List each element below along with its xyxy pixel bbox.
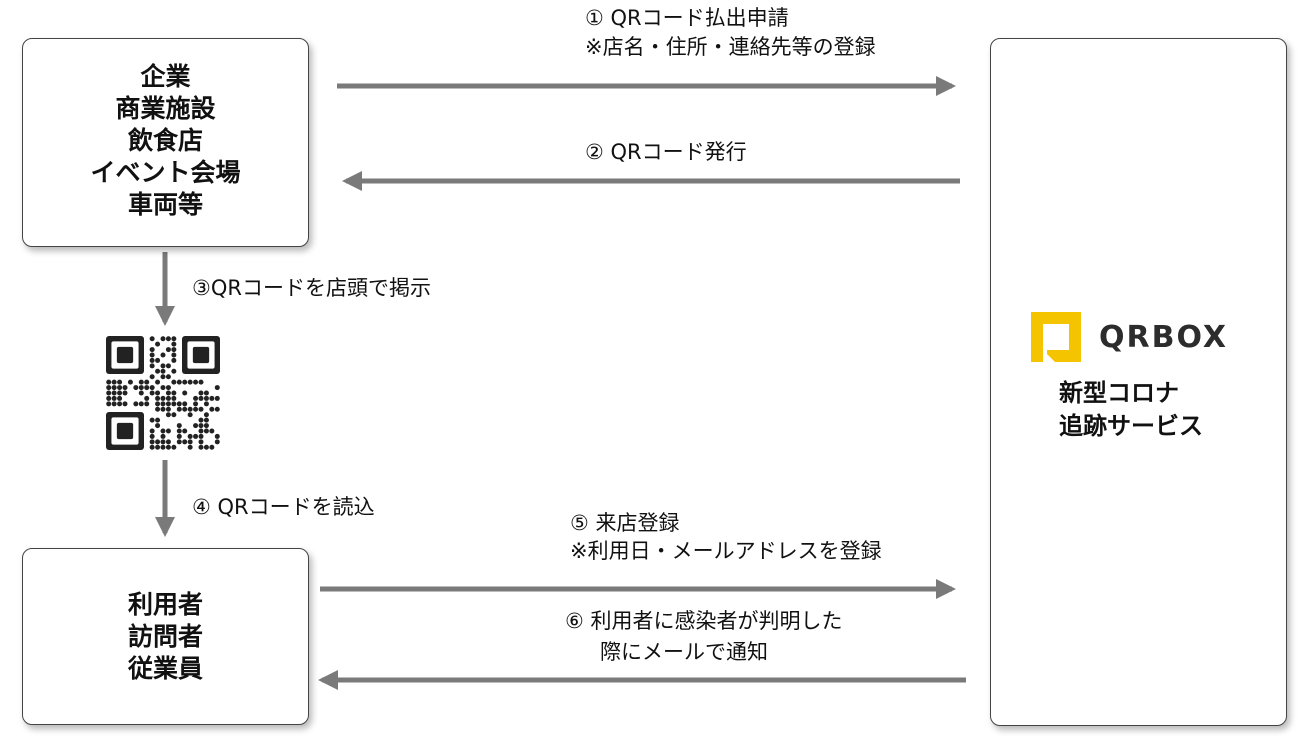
service-line: 追跡サービス [1059,412,1203,440]
user-line: 従業員 [127,654,203,683]
qrbox-logo-icon [1031,312,1081,362]
business-line: 企業 [140,62,191,91]
business-line: 飲食店 [127,126,203,155]
step6-label-cont: 際にメールで通知 [600,640,768,664]
qrbox-logo: QRBOX [1031,312,1228,362]
step4-label: ④ QRコードを読込 [192,495,375,519]
step5-label: ⑤ 来店登録 [570,511,680,535]
step2-label: ② QRコード発行 [585,140,747,164]
step6-label: ⑥ 利用者に感染者が判明した [565,609,843,633]
step5-note: ※利用日・メールアドレスを登録 [570,539,882,563]
service-lines: 新型コロナ 追跡サービス [1059,377,1203,443]
user-box: 利用者 訪問者 従業員 [22,548,309,725]
user-box-lines: 利用者 訪問者 従業員 [23,589,308,685]
qrbox-logo-text: QRBOX [1099,319,1229,355]
step1-label: ① QRコード払出申請 [585,6,789,30]
business-line: 車両等 [127,190,203,219]
business-line: イベント会場 [90,158,241,187]
business-box-lines: 企業 商業施設 飲食店 イベント会場 車両等 [23,61,308,221]
service-line: 新型コロナ [1059,379,1179,407]
qr-code-icon [106,336,220,450]
business-line: 商業施設 [115,94,216,123]
user-line: 訪問者 [127,622,203,651]
step1-note: ※店名・住所・連絡先等の登録 [585,35,876,59]
user-line: 利用者 [127,590,203,619]
business-box: 企業 商業施設 飲食店 イベント会場 車両等 [22,38,309,247]
service-box: QRBOX 新型コロナ 追跡サービス [990,38,1287,726]
step3-label: ③QRコードを店頭で掲示 [192,276,431,300]
